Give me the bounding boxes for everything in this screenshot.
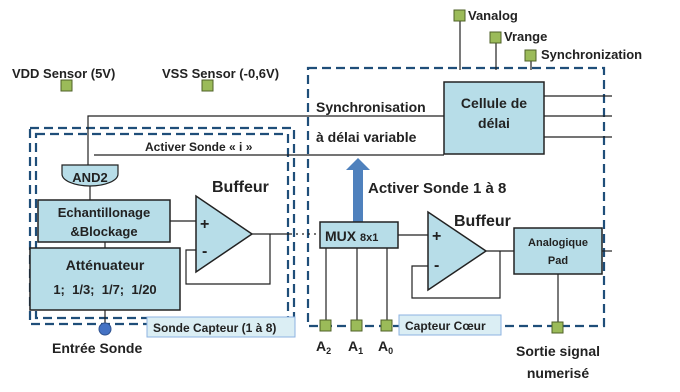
pad-line2: Pad bbox=[548, 255, 568, 267]
vss-sensor-label: VSS Sensor (-0,6V) bbox=[162, 66, 279, 81]
vdd-sensor-label: VDD Sensor (5V) bbox=[12, 66, 115, 81]
cellule-line2: délai bbox=[478, 115, 510, 131]
sortie-pin bbox=[551, 321, 564, 334]
attenuateur-title: Atténuateur bbox=[66, 257, 145, 273]
vdd-sensor-pin bbox=[60, 79, 73, 92]
vrange-label: Vrange bbox=[504, 29, 547, 44]
synchronization-label: Synchronization bbox=[541, 47, 642, 62]
mux-8x1-block bbox=[319, 221, 399, 249]
synchronisation-label: Synchronisation bbox=[316, 99, 426, 115]
vrange-pin bbox=[489, 31, 502, 44]
capteur-coeur-label-box bbox=[398, 314, 502, 336]
and2-label: AND2 bbox=[72, 170, 107, 185]
echantillonage-line2: &Blockage bbox=[70, 224, 137, 239]
vanalog-label: Vanalog bbox=[468, 8, 518, 23]
echantillonage-block bbox=[37, 199, 171, 243]
buffeur-left-label: Buffeur bbox=[212, 179, 269, 196]
sonde-capteur-label: Sonde Capteur (1 à 8) bbox=[153, 321, 276, 335]
capteur-coeur-label: Capteur Cœur bbox=[405, 319, 486, 333]
synchronization-pin bbox=[524, 49, 537, 62]
a1-pin bbox=[350, 319, 363, 332]
a0-pin bbox=[380, 319, 393, 332]
buffeur-left-amp bbox=[195, 194, 254, 274]
sortie-line2: numerisé bbox=[527, 365, 589, 381]
a1-label: A1 bbox=[348, 338, 363, 356]
a2-label: A2 bbox=[316, 338, 331, 356]
and2-gate bbox=[61, 164, 119, 187]
cellule-de-delai-block bbox=[443, 81, 545, 155]
buffeur-right-minus: - bbox=[434, 257, 439, 274]
sortie-line1: Sortie signal bbox=[516, 343, 600, 359]
mux-label: MUX 8x1 bbox=[325, 228, 378, 244]
buffeur-right-amp bbox=[427, 210, 488, 292]
attenuateur-values: 1; 1/3; 1/7; 1/20 bbox=[53, 282, 156, 297]
entree-sonde-label: Entrée Sonde bbox=[52, 340, 142, 356]
vanalog-pin bbox=[453, 9, 466, 22]
buffeur-left-minus: - bbox=[202, 243, 207, 260]
buffeur-right-label: Buffeur bbox=[454, 213, 511, 230]
buffeur-right-plus: + bbox=[432, 228, 441, 245]
echantillonage-line1: Echantillonage bbox=[58, 205, 150, 220]
a0-label: A0 bbox=[378, 338, 393, 356]
activer-sonde-arrow bbox=[346, 158, 370, 222]
delai-variable-label: à délai variable bbox=[316, 129, 417, 145]
vss-sensor-pin bbox=[201, 79, 214, 92]
sonde-capteur-label-box bbox=[146, 316, 296, 338]
cellule-line1: Cellule de bbox=[461, 95, 527, 111]
activer-sonde-i-label: Activer Sonde « i » bbox=[145, 140, 253, 154]
pad-line1: Analogique bbox=[528, 237, 588, 249]
activer-sonde-1-8-label: Activer Sonde 1 à 8 bbox=[368, 180, 506, 197]
a2-pin bbox=[319, 319, 332, 332]
analogique-pad-block bbox=[513, 227, 603, 275]
buffeur-left-plus: + bbox=[200, 216, 209, 233]
entree-sonde-dot bbox=[98, 322, 112, 336]
